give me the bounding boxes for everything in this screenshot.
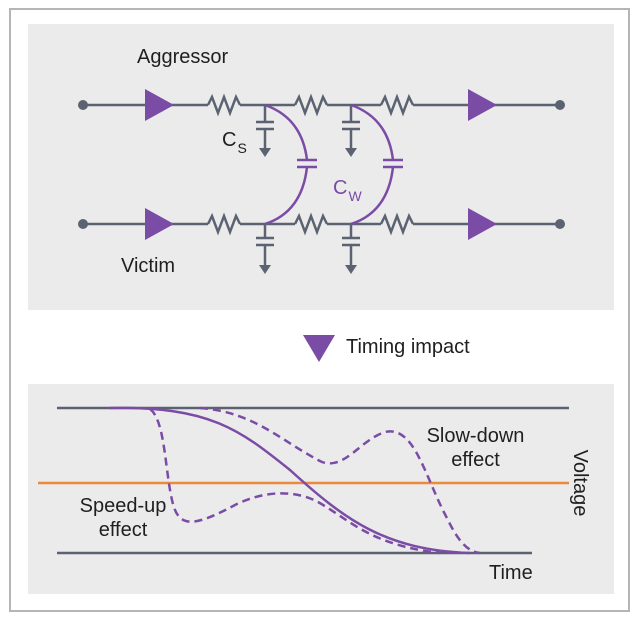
aggressor-driver-buffer: [145, 89, 174, 121]
time-axis-label: Time: [489, 562, 533, 584]
slowdown-label: Slow-down effect: [426, 425, 525, 471]
victim-input-terminal: [78, 219, 88, 229]
speedup-transition-curve: [149, 407, 441, 555]
voltage-axis-label: Voltage: [569, 449, 591, 517]
ground-cap-4: [342, 224, 360, 274]
victim-label: Victim: [121, 255, 176, 277]
waveform-plot: [38, 406, 569, 555]
ground-cap-1: [256, 105, 274, 157]
waveform-panel: [28, 384, 614, 594]
victim-receiver-buffer: [468, 208, 497, 240]
victim-ground-caps: [256, 224, 360, 274]
circuit-panel: [28, 24, 614, 310]
coupling-capacitors: [264, 103, 403, 226]
ground-cap-3: [256, 224, 274, 274]
cw-label: CW: [333, 177, 362, 204]
ground-cap-2: [342, 105, 360, 157]
aggressor-input-terminal: [78, 100, 88, 110]
aggressor-ground-caps: [256, 105, 360, 157]
victim-driver-buffer: [145, 208, 174, 240]
coupling-cap-2: [350, 103, 403, 226]
cs-label: CS: [222, 129, 247, 156]
nominal-transition-curve: [109, 406, 471, 555]
timing-impact-arrow: [303, 335, 335, 362]
aggressor-label: Aggressor: [137, 46, 229, 68]
speedup-label: Speed-up effect: [79, 495, 167, 541]
aggressor-receiver-buffer: [468, 89, 497, 121]
victim-output-terminal: [555, 219, 565, 229]
slowdown-transition-curve: [199, 406, 481, 555]
timing-impact-label: Timing impact: [346, 336, 470, 358]
coupling-cap-1: [264, 103, 317, 226]
aggressor-output-terminal: [555, 100, 565, 110]
